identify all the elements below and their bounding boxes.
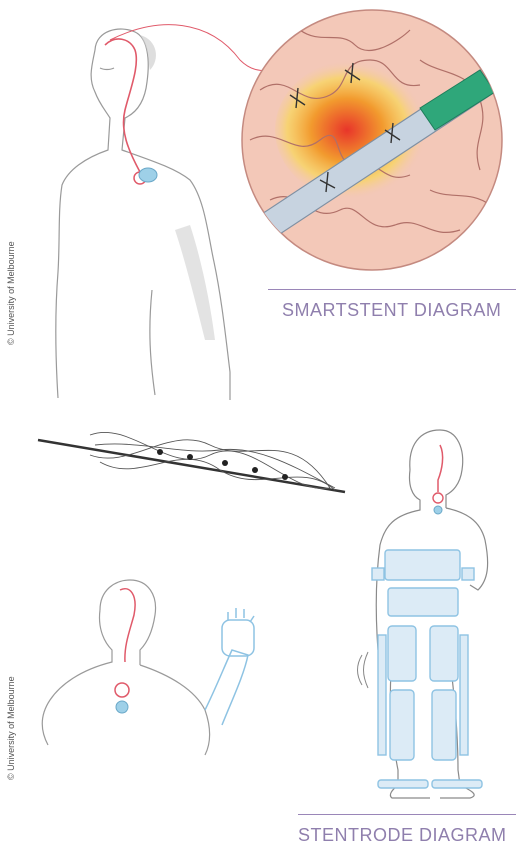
implant-ring-seated [115, 683, 129, 697]
caption-title: STENTRODE DIAGRAM [298, 825, 507, 846]
smartstent-panel: © University of Melbourne SMARTSTENT DIA… [0, 0, 521, 400]
lead-wire-seated [120, 589, 135, 662]
human-figure [56, 29, 230, 400]
exoskeleton [372, 550, 482, 788]
caption-title: SMARTSTENT DIAGRAM [282, 300, 501, 321]
stentrode-device [38, 432, 345, 492]
lead-wire [105, 39, 140, 172]
credit-text: © University of Melbourne [6, 676, 16, 780]
stentrode-panel: © University of Melbourne STENTRODE DIAG… [0, 400, 521, 848]
lead-wire-standing [438, 445, 443, 492]
caption-rule [268, 289, 516, 290]
torso-shade [175, 225, 215, 340]
implant-unit [139, 168, 157, 182]
implant-unit-standing [434, 506, 442, 514]
stentrode-illustration [0, 400, 521, 848]
smartstent-illustration [0, 0, 521, 400]
motion-lines [358, 652, 369, 688]
credit-text: © University of Melbourne [6, 241, 16, 345]
implant-unit-seated [116, 701, 128, 713]
implant-ring-standing [433, 493, 443, 503]
caption-rule [298, 814, 516, 815]
seated-figure [42, 580, 209, 755]
robotic-arm [205, 608, 254, 725]
